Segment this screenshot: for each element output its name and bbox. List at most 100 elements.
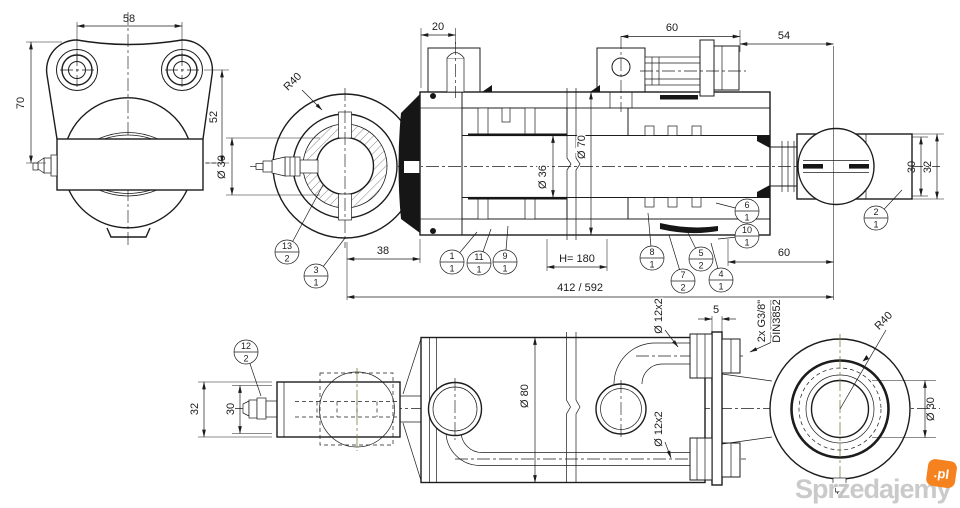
dim-60-top: 60	[620, 22, 741, 52]
top-view: R40 Ø 30 32 30 Ø 80 Ø 12x2 Ø 12x2	[189, 297, 940, 499]
balloon-11-1: 11 1	[466, 228, 492, 276]
svg-text:70: 70	[15, 97, 27, 109]
piston-rod-section	[461, 107, 771, 220]
bleed-screw-boss	[427, 42, 481, 98]
dim-70: 70	[15, 41, 62, 164]
dim-32-rodeye: 32	[912, 133, 944, 200]
svg-text:32: 32	[189, 403, 201, 415]
balloon-13-2: 13 2	[274, 184, 324, 265]
dim-port-thread: 2x G3/8" DIN3852	[749, 298, 785, 353]
svg-text:1: 1	[502, 264, 507, 274]
dim-d30-top: Ø 30	[872, 380, 937, 438]
svg-text:13: 13	[282, 241, 292, 251]
port-hole-right	[595, 380, 647, 438]
svg-text:1: 1	[449, 264, 454, 274]
dim-r40-section: R40	[280, 69, 323, 111]
dim-d70: Ø 70	[575, 91, 593, 236]
svg-text:2: 2	[873, 207, 878, 217]
svg-text:5: 5	[713, 304, 719, 316]
port-hole-left	[427, 378, 483, 440]
gland-section	[627, 95, 771, 234]
balloon-8-1: 8 1	[639, 212, 665, 271]
svg-text:9: 9	[502, 251, 507, 261]
svg-text:1: 1	[873, 220, 878, 230]
svg-text:1: 1	[313, 278, 318, 288]
dim-h180: H= 180	[546, 239, 608, 271]
dim-30-top: 30	[225, 385, 272, 434]
svg-text:58: 58	[123, 13, 135, 25]
dim-54: 54	[739, 30, 834, 46]
svg-text:6: 6	[744, 200, 749, 210]
svg-text:R40: R40	[873, 309, 896, 332]
dim-20: 20	[420, 21, 456, 88]
svg-text:3: 3	[313, 265, 318, 275]
svg-text:Ø 70: Ø 70	[576, 135, 588, 159]
svg-text:60: 60	[778, 247, 790, 259]
balloon-1-1: 1 1	[439, 231, 478, 275]
svg-text:Ø 36: Ø 36	[537, 165, 549, 189]
svg-text:Ø 30: Ø 30	[216, 155, 228, 179]
watermark: Sprzedajemy .pl	[794, 459, 957, 505]
svg-text:5: 5	[698, 248, 703, 258]
svg-text:30: 30	[225, 403, 237, 415]
svg-text:412 / 592: 412 / 592	[557, 282, 603, 294]
balloon-6-1: 6 1	[715, 198, 760, 224]
dim-tube-bottom: Ø 12x2	[652, 410, 672, 459]
svg-text:1: 1	[744, 238, 749, 248]
end-view: 58 70 52	[15, 12, 229, 246]
svg-text:8: 8	[649, 247, 654, 257]
svg-text:38: 38	[377, 245, 389, 257]
dim-5-flange: 5	[698, 304, 736, 341]
balloon-9-1: 9 1	[492, 225, 518, 275]
svg-text:1: 1	[718, 282, 723, 292]
dim-58: 58	[76, 13, 183, 62]
svg-text:DIN3852: DIN3852	[771, 299, 783, 342]
svg-text:32: 32	[922, 161, 934, 173]
svg-text:R40: R40	[281, 70, 304, 93]
svg-text:20: 20	[432, 21, 444, 33]
svg-text:30: 30	[906, 161, 918, 173]
dim-length: 412 / 592	[346, 263, 834, 300]
svg-text:12: 12	[241, 341, 251, 351]
svg-text:60: 60	[666, 22, 678, 34]
svg-text:52: 52	[208, 111, 220, 123]
svg-text:Ø 80: Ø 80	[519, 384, 531, 408]
svg-text:Ø 12x2: Ø 12x2	[653, 411, 665, 446]
svg-text:4: 4	[718, 269, 723, 279]
dim-32-top: 32	[189, 381, 272, 438]
svg-text:11: 11	[474, 252, 483, 262]
svg-text:1: 1	[744, 213, 749, 223]
svg-text:54: 54	[778, 30, 790, 42]
dim-38: 38	[346, 239, 421, 263]
balloon-2-1: 2 1	[863, 189, 903, 231]
grease-fitting-icon	[255, 156, 319, 177]
watermark-pl-badge: .pl	[926, 459, 957, 489]
balloon-7-2: 7 2	[668, 234, 696, 294]
svg-text:2: 2	[284, 254, 289, 264]
balloon-5-2: 5 2	[686, 230, 714, 272]
svg-text:1: 1	[449, 251, 454, 261]
svg-text:2x G3/8": 2x G3/8"	[756, 300, 768, 343]
flange-port-fittings	[689, 331, 741, 486]
dim-eye-bore: Ø 30	[216, 137, 320, 196]
grease-fitting-icon	[32, 154, 58, 177]
svg-text:2: 2	[680, 283, 685, 293]
port-boss-fitting	[482, 36, 746, 112]
svg-text:10: 10	[742, 225, 752, 235]
balloon-4-1: 4 1	[708, 242, 734, 293]
dim-60-right: 60	[727, 239, 834, 266]
svg-text:2: 2	[243, 354, 248, 364]
svg-text:Ø 30: Ø 30	[925, 397, 937, 421]
rod-end-section	[757, 127, 913, 206]
rod-eye-top	[242, 368, 401, 451]
balloon-12-2: 12 2	[233, 339, 262, 397]
balloon-callouts: 13 2 3 1 1 1 11 1 9 1	[233, 184, 903, 397]
dim-30-rodeye: 30	[906, 136, 928, 197]
svg-text:.pl: .pl	[933, 465, 950, 482]
svg-text:Ø 12x2: Ø 12x2	[653, 298, 665, 333]
svg-text:1: 1	[476, 265, 481, 275]
balloon-10-1: 10 1	[717, 223, 760, 249]
svg-text:H= 180: H= 180	[559, 253, 595, 265]
